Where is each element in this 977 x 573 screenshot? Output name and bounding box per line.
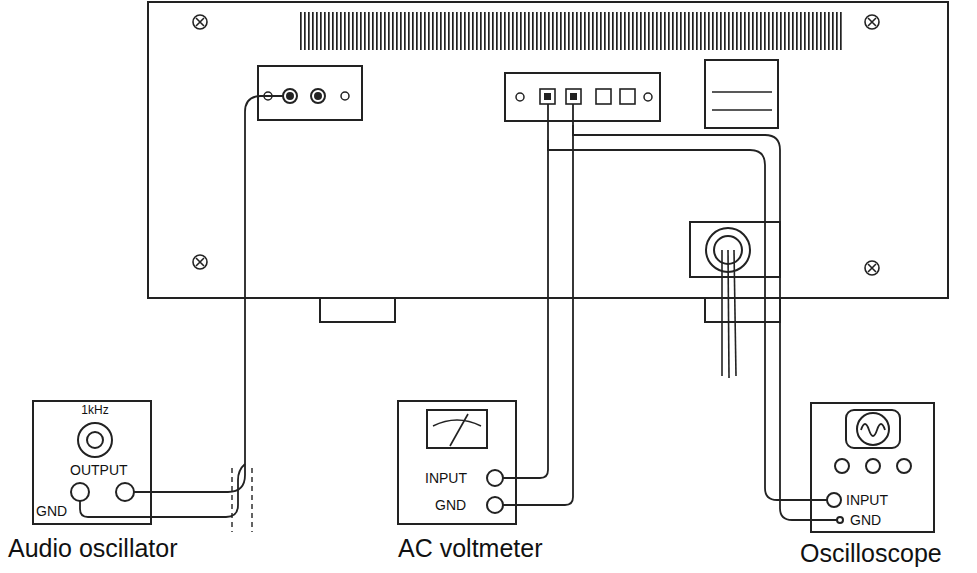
scope-input-wire <box>548 140 827 500</box>
instrument-box: INPUT GND <box>810 402 935 533</box>
screw <box>193 15 207 29</box>
jack-label: INPUT <box>846 493 888 507</box>
foot <box>705 298 780 322</box>
input-panel <box>258 66 362 120</box>
instrument-caption: Oscilloscope <box>800 540 942 568</box>
instrument-caption: Audio oscillator <box>8 535 178 563</box>
screw <box>865 15 879 29</box>
jack-label: GND <box>435 498 466 512</box>
jack-label: GND <box>36 504 67 518</box>
scope-knobs <box>835 459 911 473</box>
jack-label: GND <box>850 513 881 527</box>
speaker-terminals <box>516 89 652 104</box>
screw <box>865 261 879 275</box>
power-cord <box>722 250 736 378</box>
voltmeter-ground-wire <box>503 104 573 505</box>
vent-slots <box>300 12 842 50</box>
jack-label: INPUT <box>425 471 467 485</box>
signal-cable <box>134 96 283 492</box>
frequency-label: 1kHz <box>81 404 108 416</box>
cable-shield <box>232 468 252 532</box>
label-plate <box>705 60 778 128</box>
foot <box>320 298 395 322</box>
jack-label: OUTPUT <box>70 463 128 477</box>
scope-screen <box>846 410 900 448</box>
instrument-box: 1kHzOUTPUT GND <box>32 400 152 525</box>
frequency-knob <box>78 423 112 457</box>
voltmeter-jacks <box>487 470 503 513</box>
voltmeter-input-wire <box>503 104 548 478</box>
output-jacks <box>71 483 134 501</box>
instrument-caption: AC voltmeter <box>398 535 542 563</box>
meter-window <box>427 410 487 448</box>
instrument-box: INPUT GND <box>397 400 517 525</box>
scope-jacks <box>827 493 843 523</box>
screw <box>193 255 207 269</box>
speaker-terminal-panel <box>505 73 660 121</box>
scope-ground-wire <box>573 125 837 520</box>
